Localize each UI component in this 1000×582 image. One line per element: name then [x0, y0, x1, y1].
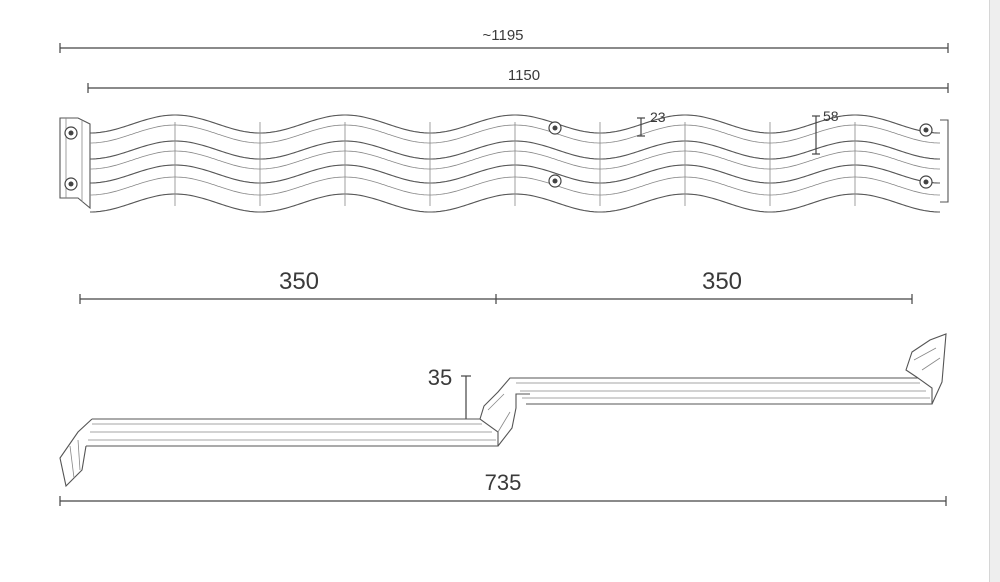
ridge-tile-side-view — [59, 333, 947, 488]
screw-icon — [548, 174, 562, 188]
screw-icon — [64, 126, 78, 140]
dim-step-right: 350 — [496, 268, 913, 304]
dim-step-right-label: 350 — [702, 268, 742, 295]
dim-wave-height: 23 — [637, 109, 666, 137]
dim-overall-length: ~1195 — [59, 27, 949, 53]
dim-step-left-label: 350 — [279, 268, 319, 295]
dim-effective-length-label: 1150 — [508, 67, 540, 84]
right-edge-strip — [989, 0, 1000, 582]
dim-total-length-label: 735 — [485, 470, 522, 495]
dim-effective-length: 1150 — [87, 67, 949, 93]
screw-icon — [64, 177, 78, 191]
dim-step-left: 350 — [79, 268, 497, 304]
screw-icon — [919, 123, 933, 137]
dim-total-length: 735 — [59, 470, 947, 506]
dim-wave-height-label: 23 — [650, 109, 666, 125]
screw-icon — [919, 175, 933, 189]
dim-wave-depth-label: 58 — [823, 108, 839, 124]
dim-wave-depth: 58 — [812, 108, 839, 155]
dim-step-height: 35 — [428, 365, 471, 419]
dim-overall-length-label: ~1195 — [482, 27, 523, 44]
dim-step-height-label: 35 — [428, 365, 452, 390]
ridge-tile-top-view — [59, 114, 949, 213]
screw-icon — [548, 121, 562, 135]
